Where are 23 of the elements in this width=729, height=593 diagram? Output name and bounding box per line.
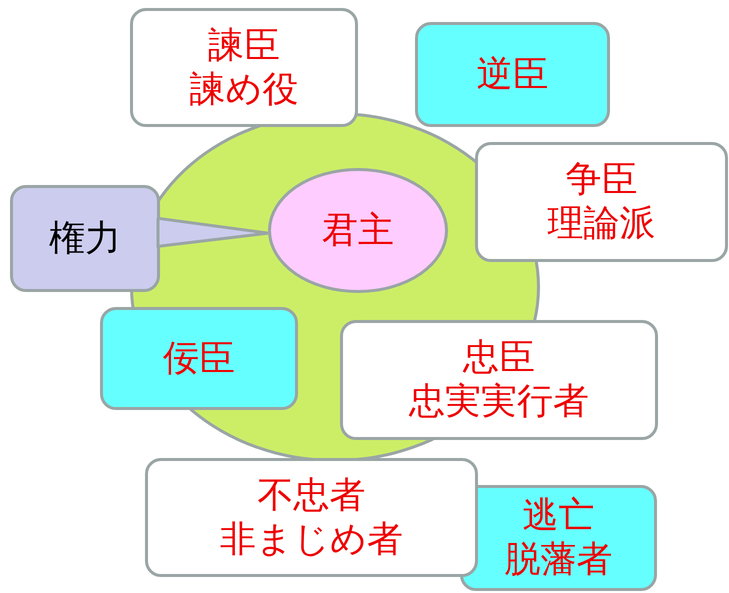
node-text: 諫臣 (208, 24, 280, 68)
node-text: 君主 (322, 208, 394, 252)
rounded-box (415, 22, 610, 127)
node-text: 理論派 (548, 202, 656, 246)
node-text: 諫め役 (190, 68, 298, 112)
rounded-box (340, 320, 658, 440)
node-text: 争臣 (566, 158, 638, 202)
rounded-box (130, 8, 358, 127)
node-text: 脱藩者 (504, 538, 612, 582)
node-text: 忠臣 (463, 336, 535, 380)
rounded-box (460, 485, 657, 591)
node-text: 忠実実行者 (409, 380, 589, 424)
node-text: 非まじめ者 (220, 518, 403, 562)
node-text: 逆臣 (476, 52, 548, 96)
node-text: 権力 (49, 216, 121, 260)
callout-box (10, 185, 160, 292)
rounded-box (145, 458, 478, 577)
node-text: 不忠者 (258, 474, 366, 518)
node-text: 佞臣 (163, 336, 235, 380)
node-text: 逃亡 (522, 494, 594, 538)
rounded-box (100, 307, 298, 410)
rounded-box (475, 142, 728, 262)
callout-pointer (156, 216, 270, 248)
